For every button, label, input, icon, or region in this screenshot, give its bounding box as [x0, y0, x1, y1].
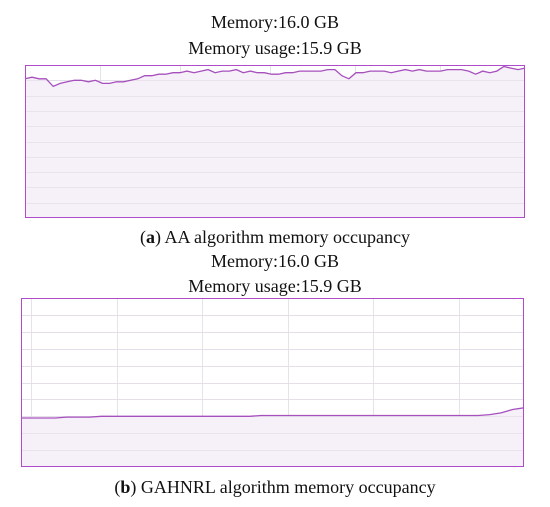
memory-usage-label-b: Memory usage:15.9 GB [188, 276, 362, 296]
graph-frame-b [21, 298, 524, 467]
caption-b-text: GAHNRL algorithm memory occupancy [136, 477, 436, 497]
memory-total-label-b: Memory:16.0 GB [211, 251, 339, 271]
caption-b-label: b [120, 477, 131, 497]
memory-graph-b [21, 298, 524, 467]
caption-a-text: AA algorithm memory occupancy [161, 227, 410, 247]
graph-frame-a [25, 65, 525, 218]
usage-area-b [21, 407, 524, 467]
memory-usage-label-a: Memory usage:15.9 GB [188, 38, 362, 58]
caption-b: (b) GAHNRL algorithm memory occupancy [114, 477, 436, 497]
memory-graph-a-svg [25, 65, 525, 218]
memory-graph-b-svg [21, 298, 524, 467]
usage-line-b [21, 407, 524, 419]
caption-a: (a) AA algorithm memory occupancy [140, 227, 410, 247]
caption-a-label: a [146, 227, 156, 247]
memory-total-label-a: Memory:16.0 GB [211, 12, 339, 32]
usage-line-a [25, 65, 525, 88]
memory-graph-a [25, 65, 525, 218]
